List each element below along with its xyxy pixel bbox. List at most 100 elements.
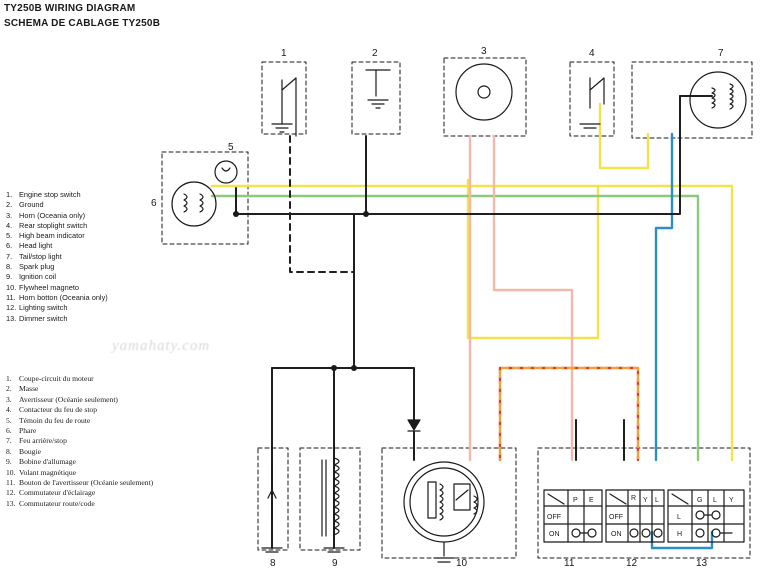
diode-symbol: [407, 419, 421, 432]
tail-stop-light-symbol: [689, 71, 747, 129]
label-13: 13: [696, 558, 708, 569]
flywheel-magneto-symbol: [403, 461, 485, 563]
legend-item: 6. Head light: [6, 241, 108, 251]
label-12: 12: [626, 558, 638, 569]
legend-item-number: 6.: [6, 426, 12, 436]
legend-item-number: 3.: [6, 210, 13, 220]
legend-item: 6. Phare: [6, 426, 153, 436]
legend-item-number: 3.: [6, 394, 12, 404]
legend-item-number: 10.: [6, 467, 16, 477]
legend-item-number: 5.: [6, 415, 12, 425]
legend-item: 9. Ignition coil: [6, 272, 108, 282]
wire-blue: [654, 132, 674, 462]
label-5: 5: [228, 142, 234, 153]
legend-item-label: Témoin du feu de route: [19, 415, 91, 425]
legend-item-label: Tail/stop light: [19, 251, 62, 261]
diagram-title-english: TY250B WIRING DIAGRAM: [4, 3, 136, 14]
watermark: yamahaty.com: [112, 338, 211, 354]
legend-item-number: 9.: [6, 272, 13, 282]
wire-yellow: [210, 184, 734, 462]
legend-item: 4.Contacteur du feu de stop: [6, 405, 153, 415]
legend-item-label: Flywheel magneto: [19, 282, 79, 292]
legend-item-number: 2.: [6, 200, 13, 210]
ground-box: [351, 61, 401, 135]
wire-yellow-stop: [598, 102, 650, 170]
horn-row-on: ON: [549, 531, 560, 538]
legend-item-label: Horn (Oceania only): [19, 210, 86, 220]
spark-plug-symbol: [261, 465, 283, 553]
legend-item-label: Rear stoplight switch: [19, 220, 88, 230]
dimmer-row-h: H: [677, 531, 682, 538]
legend-item-number: 1.: [6, 374, 12, 383]
legend-item: 12.Lighting switch: [6, 303, 108, 313]
wire-black-coil: [353, 213, 415, 421]
legend-item-label: Commutateur route/code: [19, 498, 95, 508]
wire-red-dashed: [498, 366, 640, 462]
diagram-title-french: SCHEMA DE CABLAGE TY250B: [4, 18, 161, 29]
label-11: 11: [564, 558, 575, 569]
wire-orange-dashed: [498, 366, 640, 462]
horn-button-table: [543, 489, 603, 543]
legend-item: 13.Commutateur route/code: [6, 499, 153, 509]
ignition-coil-symbol: [321, 457, 345, 553]
legend-item-number: 5.: [6, 231, 13, 241]
legend-item-number: 6.: [6, 241, 13, 251]
legend-item-label: Bobine d'allumage: [19, 457, 76, 467]
legend-item: 11.Bouton de l'avertisseur (Océanie seul…: [6, 478, 153, 488]
legend-item-label: Ignition coil: [19, 272, 56, 282]
legend-item: 5.High beam indicator: [6, 231, 108, 241]
wire-pink-stop: [492, 134, 574, 462]
legend-item-number: 9.: [6, 457, 12, 467]
dimmer-header-3: Y: [729, 497, 734, 504]
switch-assembly-box: [537, 447, 751, 559]
legend-item-number: 11.: [6, 292, 16, 302]
legend-item-number: 11.: [6, 478, 16, 488]
legend-item-label: Dimmer switch: [19, 313, 68, 323]
legend-item-number: 8.: [6, 446, 12, 456]
legend-item-label: Commutateur d'éclairage: [19, 488, 96, 498]
legend-item-number: 1.: [6, 190, 13, 199]
legend-item-label: Masse: [19, 384, 39, 394]
horn-symbol: [455, 63, 513, 121]
engine-stop-switch-symbol: [271, 77, 297, 137]
lighting-header-3: L: [655, 497, 659, 504]
legend-item-number: 2.: [6, 384, 12, 394]
legend-item-label: Volant magnétique: [19, 467, 77, 477]
legend-item: 8.Spark plug: [6, 262, 108, 272]
horn-header-1: P: [573, 497, 578, 504]
label-10: 10: [456, 558, 468, 569]
dimmer-row-l: L: [677, 514, 681, 521]
legend-item: 1. Engine stop switch: [6, 190, 108, 200]
head-light-box: [161, 151, 249, 245]
label-3: 3: [481, 46, 487, 57]
tail-stop-light-box: [631, 61, 753, 139]
switch-table-texts: P E OFF ON R Y L OFF ON G L Y L H: [547, 495, 734, 538]
legend-item: 2. Masse: [6, 384, 153, 394]
legend-item: 12.Commutateur d'éclairage: [6, 488, 153, 498]
ground-symbol: [365, 69, 391, 109]
dimmer-switch-table: [667, 489, 745, 543]
engine-stop-switch-box: [261, 61, 307, 135]
legend-item: 7. Feu arrière/stop: [6, 436, 153, 446]
legend-item-number: 7.: [6, 251, 13, 261]
legend-item: 4.Rear stoplight switch: [6, 221, 108, 231]
legend-item-label: Ground: [19, 200, 44, 210]
legend-item-label: Avertisseur (Océanie seulement): [19, 394, 118, 404]
wire-yellow-coil: [466, 178, 600, 340]
wire-green: [210, 194, 700, 462]
label-6: 6: [151, 198, 157, 209]
legend-item-label: Feu arrière/stop: [19, 436, 67, 446]
legend-item-number: 7.: [6, 436, 12, 446]
legend-item-label: Horn botton (Oceania only): [19, 292, 108, 302]
legend-item-label: Phare: [19, 426, 37, 436]
legend-item-label: Head light: [19, 241, 53, 251]
component-numbers: 1 2 3 4 5 6 7 8 9 10 11 12 13: [151, 46, 724, 569]
legend-item-number: 8.: [6, 262, 13, 272]
label-2: 2: [372, 48, 378, 59]
legend-item: 3. Avertisseur (Océanie seulement): [6, 395, 153, 405]
legend-item-label: Engine stop switch: [19, 190, 81, 199]
legend-item-number: 4.: [6, 405, 12, 415]
legend-item: 1.Coupe-circuit du moteur: [6, 374, 153, 384]
